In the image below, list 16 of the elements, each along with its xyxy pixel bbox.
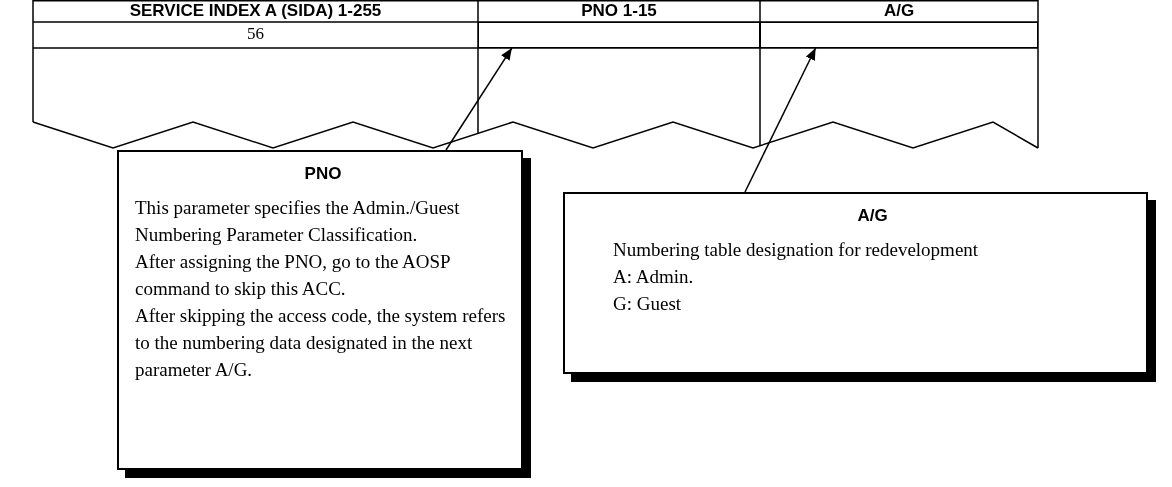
callout-text: G: Guest — [613, 292, 683, 316]
column-header: SERVICE INDEX A (SIDA) 1-255 — [128, 0, 383, 22]
callout-text: After skipping the access code, the system refers to the numbering data designated in the next parameter A/G. — [135, 304, 507, 382]
leader-arrow — [445, 47, 513, 151]
column-header: PNO 1-15 — [580, 0, 658, 22]
callout-heading: PNO — [303, 164, 343, 184]
column-header: A/G — [882, 0, 916, 22]
callout-heading: A/G — [856, 206, 889, 226]
callout-text: A: Admin. — [613, 265, 695, 289]
callout-text: After assigning the PNO, go to the AOSP command to skip this ACC. — [135, 250, 451, 301]
leader-arrow — [744, 47, 817, 193]
table-cell — [760, 22, 1038, 48]
callout-text: This parameter specifies the Admin./Guest Numbering Parameter Classification. — [135, 196, 461, 247]
table-cell — [478, 22, 760, 48]
callout-text: Numbering table designation for redevelopment — [613, 238, 980, 262]
cell-value: 56 — [246, 23, 265, 45]
